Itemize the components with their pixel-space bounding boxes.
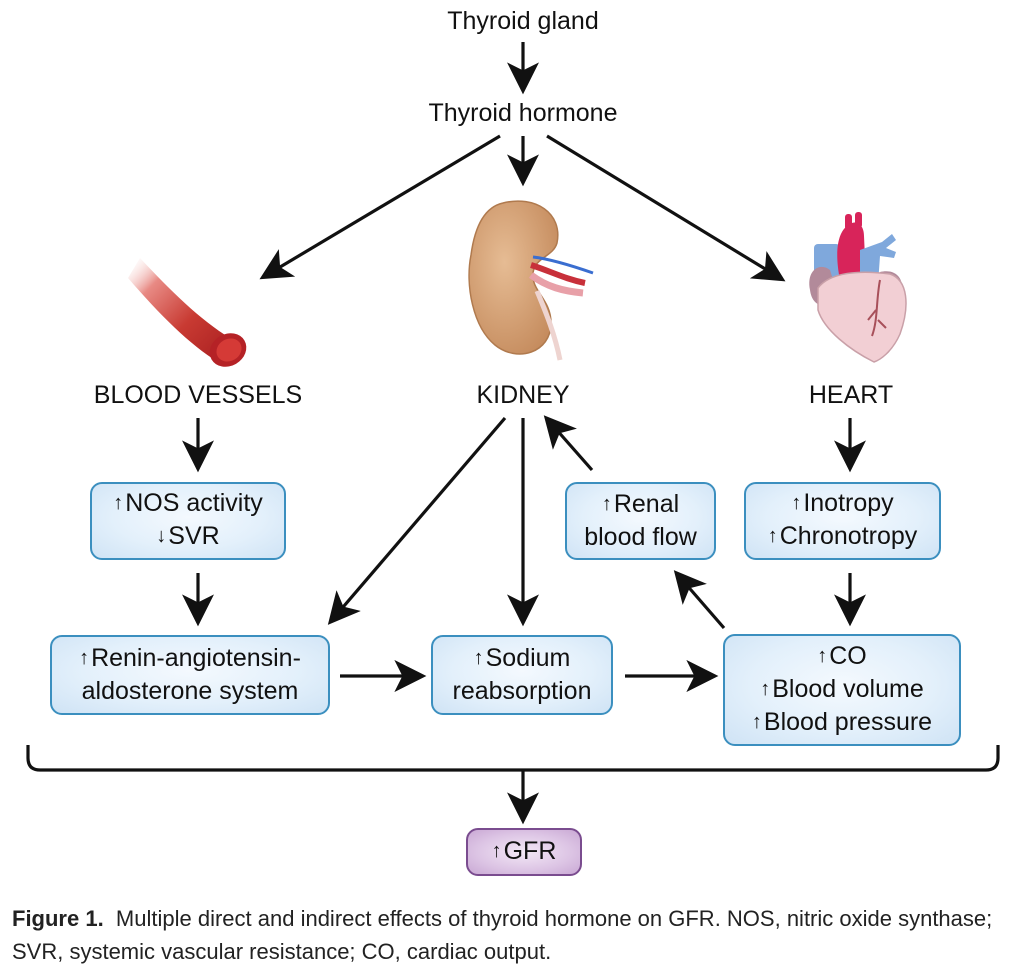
box-nos-svr: ↑NOS activity ↓SVR — [90, 482, 286, 560]
bracket — [26, 745, 1000, 772]
caption-text: Multiple direct and indirect effects of … — [12, 906, 993, 964]
box-line: ↑Renal — [601, 490, 680, 518]
box-line: reabsorption — [452, 677, 592, 705]
node-thyroid-gland: Thyroid gland — [447, 7, 599, 35]
heart-icon — [809, 212, 907, 363]
box-line: blood flow — [584, 523, 697, 551]
box-line: ↑Chronotropy — [767, 522, 918, 550]
box-line: ↑Blood volume — [760, 674, 924, 703]
figure-caption: Figure 1. Multiple direct and indirect e… — [12, 902, 1017, 968]
box-inotropy-chronotropy: ↑Inotropy ↑Chronotropy — [744, 482, 941, 560]
increase-arrow-icon: ↑ — [767, 525, 778, 547]
box-line: aldosterone system — [81, 677, 299, 705]
decrease-arrow-icon: ↓ — [156, 525, 167, 547]
increase-arrow-icon: ↑ — [113, 492, 124, 514]
blood-vessel-icon — [128, 258, 247, 367]
arrow-kidney-to-raas — [327, 416, 507, 625]
increase-arrow-icon: ↑ — [491, 839, 502, 862]
box-line: ↑NOS activity — [113, 489, 263, 517]
box-co-volume-pressure: ↑CO ↑Blood volume ↑Blood pressure — [723, 634, 961, 746]
node-kidney: KIDNEY — [476, 381, 570, 409]
box-line: ↑GFR — [491, 836, 557, 865]
increase-arrow-icon: ↑ — [473, 647, 484, 669]
increase-arrow-icon: ↑ — [760, 677, 771, 700]
increase-arrow-icon: ↑ — [601, 493, 612, 515]
box-line: ↑Renin-angiotensin- — [79, 644, 301, 672]
box-raas: ↑Renin-angiotensin- aldosterone system — [50, 635, 330, 715]
box-line: ↓SVR — [156, 522, 220, 550]
increase-arrow-icon: ↑ — [817, 644, 828, 667]
box-line: ↑CO — [817, 641, 867, 670]
node-heart: HEART — [808, 381, 894, 409]
increase-arrow-icon: ↑ — [791, 492, 802, 514]
increase-arrow-icon: ↑ — [751, 710, 762, 733]
box-line: ↑Sodium — [473, 644, 571, 672]
box-renal-blood-flow: ↑Renal blood flow — [565, 482, 716, 560]
caption-label: Figure 1. — [12, 906, 104, 931]
arrow-hormone-to-heart — [546, 134, 786, 282]
arrow-renal-to-kidney — [543, 415, 594, 472]
box-sodium-reabsorption: ↑Sodium reabsorption — [431, 635, 613, 715]
arrow-hormone-to-vessels — [259, 134, 501, 280]
kidney-icon — [468, 200, 594, 361]
arrow-co-to-renal — [673, 570, 726, 630]
box-line: ↑Blood pressure — [751, 707, 933, 736]
box-line: ↑Inotropy — [791, 489, 894, 517]
node-thyroid-hormone: Thyroid hormone — [428, 99, 618, 127]
node-blood-vessels: BLOOD VESSELS — [93, 381, 303, 409]
box-gfr: ↑GFR — [466, 828, 582, 876]
increase-arrow-icon: ↑ — [79, 647, 90, 669]
